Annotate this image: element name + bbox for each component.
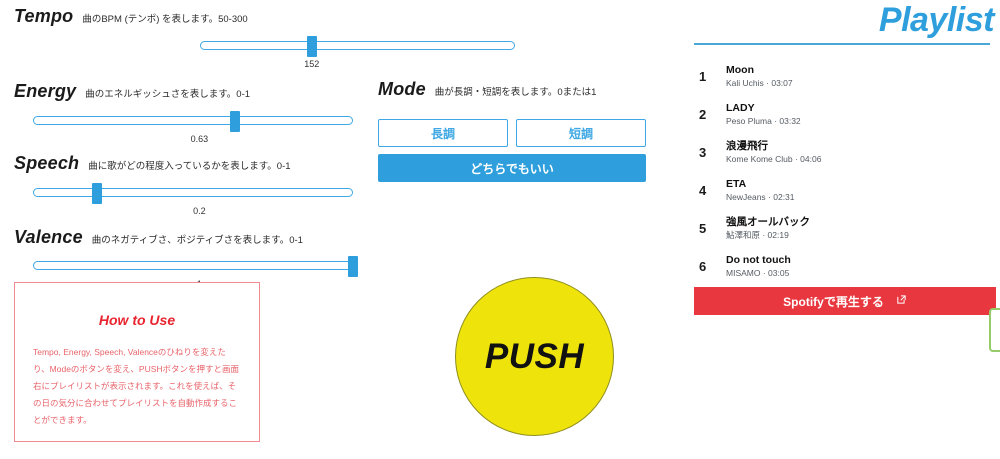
feature-desc-valence: 曲のネガティブさ、ポジティブさを表します。0-1: [91, 235, 303, 246]
track-row[interactable]: 2 LADY Peso Pluma · 03:32: [694, 95, 1000, 133]
feature-name-energy: Energy: [14, 81, 77, 101]
track-row[interactable]: 1 Moon Kali Uchis · 03:07: [694, 57, 1000, 95]
mode-block: Mode 曲が長調・短調を表します。0または1 長調 短調 どちらでもいい: [378, 79, 646, 182]
controls-panel: Tempo 曲のBPM (テンポ) を表します。50-300 152 Energ…: [14, 6, 646, 442]
track-number: 1: [699, 68, 707, 84]
track-title: 浪漫飛行: [726, 139, 768, 152]
track-meta: Do not touch MISAMO · 03:05: [726, 253, 791, 280]
track-subtitle: NewJeans · 02:31: [726, 192, 795, 203]
slider-energy[interactable]: 0.63: [33, 111, 353, 144]
mode-name: Mode: [378, 79, 426, 99]
feature-block-energy: Energy 曲のエネルギッシュさを表します。0-1: [14, 81, 250, 102]
playlist-divider: [694, 43, 990, 46]
track-title: Do not touch: [726, 253, 791, 266]
feature-name-speech: Speech: [14, 153, 80, 173]
slider-tempo[interactable]: 152: [200, 36, 515, 69]
track-subtitle: MISAMO · 03:05: [726, 268, 790, 279]
feature-desc-energy: 曲のエネルギッシュさを表します。0-1: [85, 89, 251, 100]
feature-name-tempo: Tempo: [14, 6, 74, 26]
track-meta: LADY Peso Pluma · 03:32: [726, 101, 801, 128]
feature-header-valence: Valence 曲のネガティブさ、ポジティブさを表します。0-1: [14, 227, 303, 248]
track-row[interactable]: 4 ETA NewJeans · 02:31: [694, 171, 1000, 209]
mode-button-row: 長調 短調: [378, 119, 646, 147]
mode-header: Mode 曲が長調・短調を表します。0または1: [378, 79, 646, 100]
track-meta: Moon Kali Uchis · 03:07: [726, 63, 793, 90]
feature-header-energy: Energy 曲のエネルギッシュさを表します。0-1: [14, 81, 250, 102]
slider-track-valence[interactable]: [33, 261, 353, 270]
slider-track-energy[interactable]: [33, 116, 353, 125]
feature-block-tempo: Tempo 曲のBPM (テンポ) を表します。50-300: [14, 6, 248, 27]
track-meta: ETA NewJeans · 02:31: [726, 177, 795, 204]
track-number: 4: [699, 182, 707, 198]
spotify-play-label: Spotifyで再生する: [783, 294, 884, 309]
feature-desc-tempo: 曲のBPM (テンポ) を表します。50-300: [82, 14, 248, 25]
track-subtitle: Kome Kome Club · 04:06: [726, 154, 822, 165]
feature-header-tempo: Tempo 曲のBPM (テンポ) を表します。50-300: [14, 6, 248, 27]
slider-thumb-tempo[interactable]: [306, 36, 317, 57]
feature-name-valence: Valence: [14, 227, 83, 247]
push-button-label: PUSH: [484, 336, 585, 376]
feature-header-speech: Speech 曲に歌がどの程度入っているかを表します。0-1: [14, 153, 291, 174]
mode-button-major[interactable]: 長調: [378, 119, 508, 147]
track-title: ETA: [726, 177, 747, 190]
how-to-use-body: Tempo, Energy, Speech, Valenceのひねりを変えたり、…: [33, 347, 240, 425]
external-link-icon: [896, 294, 907, 308]
track-row[interactable]: 3 浪漫飛行 Kome Kome Club · 04:06: [694, 133, 1000, 171]
slider-thumb-energy[interactable]: [229, 111, 240, 132]
track-title: 強風オールバック: [726, 215, 810, 228]
track-meta: 浪漫飛行 Kome Kome Club · 04:06: [726, 139, 821, 166]
spotify-play-button[interactable]: Spotifyで再生する: [694, 287, 996, 315]
slider-value-speech: 0.2: [193, 206, 206, 216]
slider-value-energy: 0.63: [190, 134, 209, 144]
track-number: 3: [699, 144, 707, 160]
track-row[interactable]: 6 Do not touch MISAMO · 03:05: [694, 247, 1000, 285]
slider-value-tempo: 152: [304, 59, 320, 69]
track-subtitle: Peso Pluma · 03:32: [726, 116, 801, 127]
track-number: 2: [699, 106, 707, 122]
slider-track-speech[interactable]: [33, 188, 353, 197]
mode-button-minor[interactable]: 短調: [516, 119, 646, 147]
mode-desc: 曲が長調・短調を表します。0または1: [434, 87, 597, 98]
slider-thumb-valence[interactable]: [348, 256, 358, 277]
push-button[interactable]: PUSH: [455, 277, 614, 436]
track-subtitle: Kali Uchis · 03:07: [726, 78, 793, 89]
playlist-panel: Playlist 1 Moon Kali Uchis · 03:07 2 LAD…: [694, 0, 1000, 459]
track-row[interactable]: 5 強風オールバック 鮎澤和原 · 02:19: [694, 209, 1000, 247]
feature-block-speech: Speech 曲に歌がどの程度入っているかを表します。0-1: [14, 153, 291, 174]
slider-track-tempo[interactable]: [200, 41, 515, 50]
how-to-use-box: How to Use Tempo, Energy, Speech, Valenc…: [14, 282, 260, 442]
track-title: LADY: [726, 101, 755, 114]
how-to-use-title: How to Use: [98, 312, 176, 328]
feature-desc-speech: 曲に歌がどの程度入っているかを表します。0-1: [88, 161, 291, 172]
track-meta: 強風オールバック 鮎澤和原 · 02:19: [726, 215, 810, 242]
green-edge-box: [989, 308, 1000, 352]
track-number: 5: [699, 220, 707, 236]
slider-thumb-speech[interactable]: [92, 183, 102, 204]
mode-button-either[interactable]: どちらでもいい: [378, 154, 646, 182]
slider-speech[interactable]: 0.2: [33, 183, 353, 216]
feature-block-valence: Valence 曲のネガティブさ、ポジティブさを表します。0-1: [14, 227, 303, 248]
track-subtitle: 鮎澤和原 · 02:19: [726, 230, 789, 241]
track-title: Moon: [726, 63, 754, 76]
track-list: 1 Moon Kali Uchis · 03:07 2 LADY Peso Pl…: [694, 57, 1000, 285]
track-number: 6: [699, 258, 707, 274]
playlist-title: Playlist: [878, 1, 995, 39]
